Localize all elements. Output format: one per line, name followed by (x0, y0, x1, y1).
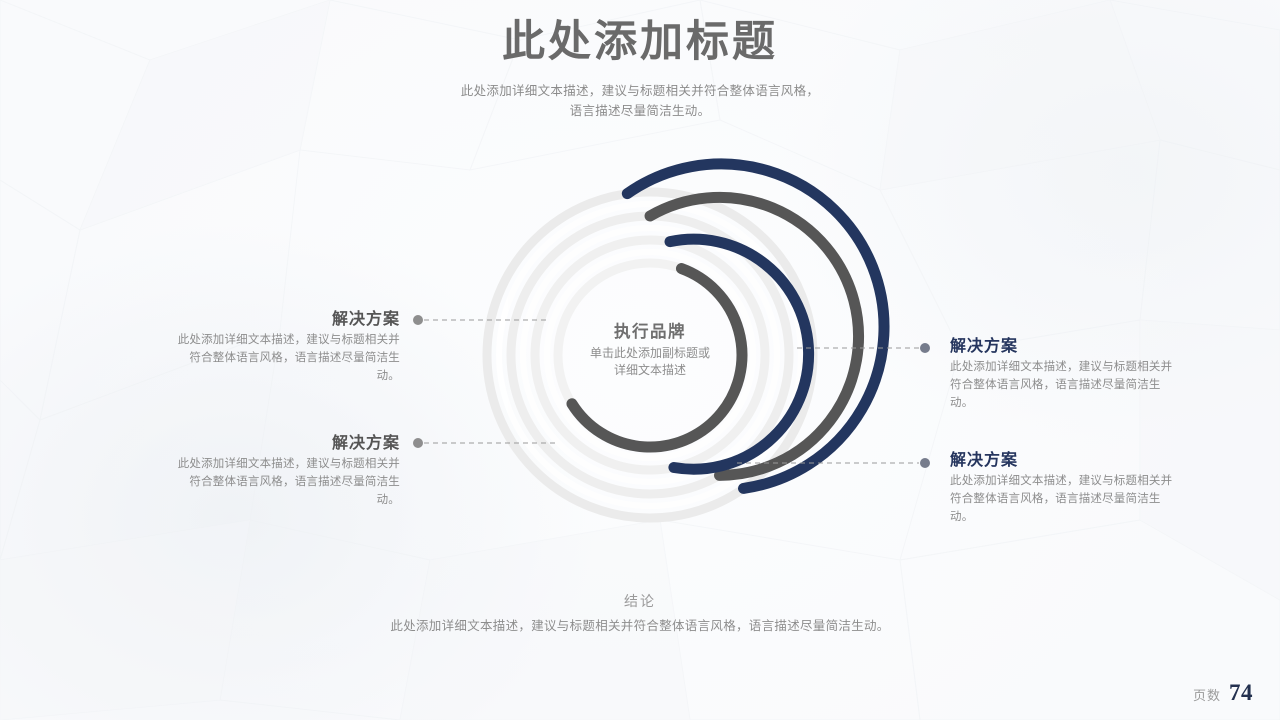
center-subtitle-line-1: 单击此处添加副标题或 (590, 346, 710, 360)
callout-solution-1: 解决方案 此处添加详细文本描述，建议与标题相关并符合整体语言风格，语言描述尽量简… (176, 310, 400, 386)
center-label-group: 执行品牌 单击此处添加副标题或 详细文本描述 (590, 321, 710, 377)
callout-body: 此处添加详细文本描述，建议与标题相关并符合整体语言风格，语言描述尽量简洁生动。 (177, 334, 400, 382)
track-ring-second (506, 211, 794, 499)
track-ring-third (530, 235, 770, 475)
track-ring-outer (482, 187, 818, 523)
callout-title: 解决方案 (331, 311, 400, 328)
page-number: 页数 74 (1193, 680, 1253, 706)
connector-dots (413, 315, 930, 468)
slide-header: 此处添加标题 此处添加详细文本描述，建议与标题相关并符合整体语言风格，语言描述尽… (0, 0, 1280, 122)
conclusion-title: 结论 (624, 593, 656, 609)
callout-title: 解决方案 (331, 435, 400, 452)
page-title: 此处添加标题 (502, 19, 778, 66)
track-ring-inner (553, 258, 747, 452)
page-number-label: 页数 (1192, 688, 1221, 703)
page-subtitle: 此处添加详细文本描述，建议与标题相关并符合整体语言风格，语言描述尽量简洁生动。 (460, 83, 820, 119)
inner-gray-arc (566, 263, 748, 453)
conclusion-section: 结论 此处添加详细文本描述，建议与标题相关并符合整体语言风格，语言描述尽量简洁生… (0, 592, 1280, 634)
callout-body: 此处添加详细文本描述，建议与标题相关并符合整体语言风格，语言描述尽量简洁生动。 (950, 475, 1173, 523)
center-subtitle-line-2: 详细文本描述 (614, 362, 686, 377)
outer-navy-arc (621, 158, 890, 494)
ring-tracks (482, 187, 818, 523)
page-number-value: 74 (1229, 680, 1253, 705)
callout-solution-4: 解决方案 此处添加详细文本描述，建议与标题相关并符合整体语言风格，语言描述尽量简… (950, 451, 1174, 527)
connector-dot-1 (413, 315, 423, 325)
connector-lines (424, 319, 919, 464)
connector-dot-2 (413, 438, 423, 448)
third-navy-arc (664, 233, 815, 475)
callout-body: 此处添加详细文本描述，建议与标题相关并符合整体语言风格，语言描述尽量简洁生动。 (950, 361, 1173, 409)
callout-body: 此处添加详细文本描述，建议与标题相关并符合整体语言风格，语言描述尽量简洁生动。 (177, 458, 400, 506)
callout-solution-2: 解决方案 此处添加详细文本描述，建议与标题相关并符合整体语言风格，语言描述尽量简… (176, 434, 400, 510)
center-title: 执行品牌 (614, 321, 686, 341)
callout-solution-3: 解决方案 此处添加详细文本描述，建议与标题相关并符合整体语言风格，语言描述尽量简… (950, 337, 1174, 413)
connector-dot-4 (920, 458, 930, 468)
callout-title: 解决方案 (950, 338, 1019, 355)
connector-dot-3 (920, 343, 930, 353)
second-gray-arc (644, 191, 864, 481)
callout-title: 解决方案 (950, 452, 1019, 469)
conclusion-body: 此处添加详细文本描述，建议与标题相关并符合整体语言风格，语言描述尽量简洁生动。 (390, 619, 890, 634)
